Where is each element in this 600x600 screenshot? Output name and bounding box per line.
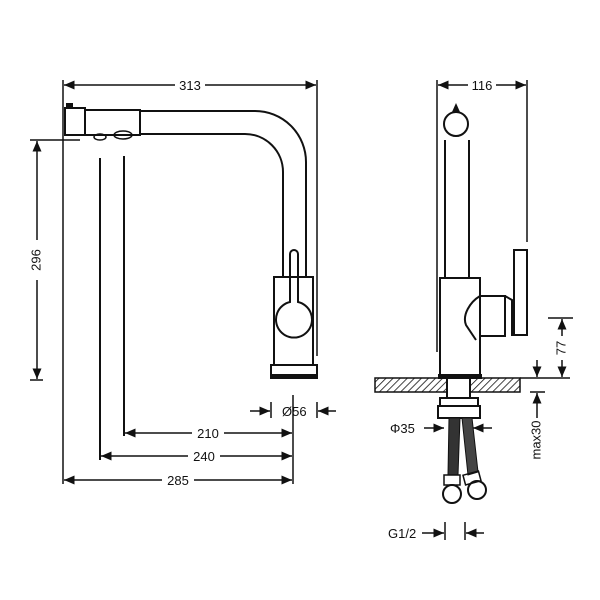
dim-240-label: 240 (193, 449, 215, 464)
dim-56: Ø56 (250, 402, 336, 419)
dim-77-label: 77 (553, 341, 568, 355)
dim-g12: G1/2 (388, 522, 484, 541)
dim-77: 77 (548, 317, 573, 377)
dim-296: 296 (28, 139, 80, 381)
front-handle (513, 249, 528, 336)
dim-285-label: 285 (167, 473, 189, 488)
dim-max30-label: max30 (528, 420, 543, 459)
hoses (442, 417, 487, 504)
dim-max30: max30 (528, 360, 545, 460)
faucet-body (270, 249, 318, 379)
dim-210-label: 210 (197, 426, 219, 441)
dim-240: 240 (101, 449, 292, 464)
dim-210: 210 (125, 426, 292, 441)
front-view: 116 77 (374, 78, 573, 541)
dim-313-label: 313 (179, 78, 201, 93)
dim-313: 313 (62, 78, 318, 484)
dim-116: 116 (436, 78, 528, 352)
spout (64, 103, 307, 278)
dim-116-label: 116 (472, 78, 493, 93)
side-view: 313 296 (28, 78, 336, 488)
handle-lever (275, 249, 313, 339)
dim-285: 285 (64, 473, 292, 488)
dim-g12-label: G1/2 (388, 526, 416, 541)
dim-35: Φ35 (390, 421, 492, 436)
dim-296-label: 296 (28, 249, 43, 271)
dim-35-label: Φ35 (390, 421, 415, 436)
dim-56-label: Ø56 (282, 404, 307, 419)
